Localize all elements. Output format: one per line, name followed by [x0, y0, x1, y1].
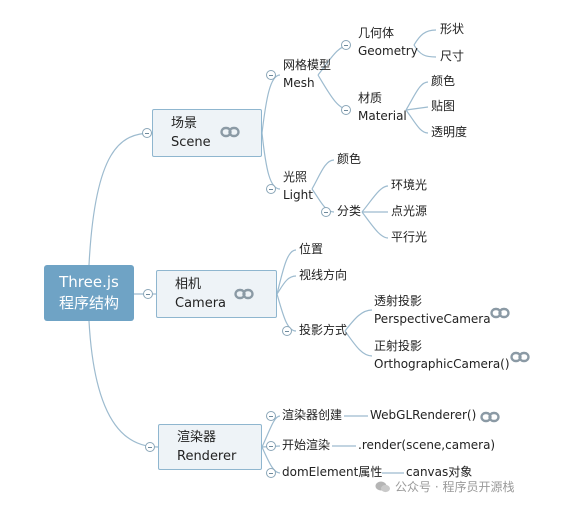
material-item-texture: 贴图 — [431, 99, 456, 113]
geometry-item-shape: 形状 — [440, 22, 465, 36]
renderer-start-value: .render(scene,camera) — [358, 438, 496, 452]
scene-title: 场景 — [171, 116, 198, 131]
light-category-directional: 平行光 — [391, 230, 428, 244]
renderer-dom-title: domElement属性 — [282, 465, 383, 479]
light-category-ambient: 环境光 — [391, 178, 428, 192]
renderer-create-value: WebGLRenderer() — [370, 408, 477, 422]
orthographic-subtitle: OrthographicCamera() — [374, 357, 510, 371]
link-icon[interactable] — [220, 126, 240, 138]
camera-node[interactable]: 相机 Camera — [156, 270, 277, 318]
mesh-title: 网格模型 — [283, 58, 332, 72]
geometry-item-size: 尺寸 — [440, 49, 465, 63]
collapse-dom-toggle[interactable] — [266, 468, 276, 478]
scene-node[interactable]: 场景 Scene — [152, 109, 262, 157]
collapse-create-toggle[interactable] — [266, 411, 276, 421]
watermark: 公众号 · 程序员开源栈 — [375, 478, 514, 495]
renderer-dom-value: canvas对象 — [406, 465, 473, 479]
camera-title: 相机 — [175, 277, 202, 292]
root-node[interactable]: Three.js 程序结构 — [44, 265, 134, 321]
camera-position: 位置 — [299, 242, 324, 256]
light-category-point: 点光源 — [391, 204, 428, 218]
perspective-title: 透射投影 — [374, 294, 423, 308]
root-subtitle: 程序结构 — [58, 294, 119, 312]
renderer-create-title: 渲染器创建 — [282, 408, 343, 422]
collapse-projection-toggle[interactable] — [282, 326, 292, 336]
renderer-title: 渲染器 — [177, 430, 217, 445]
geometry-title: 几何体 — [358, 26, 395, 40]
renderer-node[interactable]: 渲染器 Renderer — [158, 424, 262, 470]
collapse-category-toggle[interactable] — [321, 207, 331, 217]
orthographic-title: 正射投影 — [374, 339, 423, 353]
link-icon[interactable] — [490, 307, 510, 319]
camera-projection-title: 投影方式 — [299, 323, 348, 337]
watermark-text: 公众号 · 程序员开源栈 — [395, 480, 515, 494]
light-title: 光照 — [283, 170, 308, 184]
collapse-renderer-toggle[interactable] — [145, 442, 155, 452]
collapse-camera-toggle[interactable] — [143, 289, 153, 299]
link-icon[interactable] — [234, 288, 254, 300]
collapse-mesh-toggle[interactable] — [266, 70, 276, 80]
link-icon[interactable] — [480, 411, 500, 423]
light-category-title: 分类 — [337, 204, 362, 218]
collapse-light-toggle[interactable] — [266, 184, 276, 194]
camera-view-direction: 视线方向 — [299, 268, 348, 282]
mesh-subtitle: Mesh — [283, 76, 315, 90]
scene-subtitle: Scene — [171, 135, 211, 150]
light-subtitle: Light — [283, 188, 313, 202]
root-title: Three.js — [59, 273, 119, 291]
collapse-start-toggle[interactable] — [266, 441, 276, 451]
collapse-geometry-toggle[interactable] — [341, 40, 351, 50]
renderer-subtitle: Renderer — [177, 449, 237, 464]
wechat-icon — [375, 481, 390, 492]
material-item-color: 颜色 — [431, 74, 456, 88]
material-item-opacity: 透明度 — [431, 125, 468, 139]
perspective-subtitle: PerspectiveCamera — [374, 312, 491, 326]
camera-subtitle: Camera — [175, 296, 227, 311]
material-subtitle: Material — [358, 109, 407, 123]
link-icon[interactable] — [510, 351, 530, 363]
material-title: 材质 — [358, 91, 383, 105]
renderer-start-title: 开始渲染 — [282, 438, 331, 452]
geometry-subtitle: Geometry — [358, 44, 418, 58]
light-color: 颜色 — [337, 152, 362, 166]
collapse-material-toggle[interactable] — [341, 105, 351, 115]
collapse-scene-toggle[interactable] — [142, 128, 152, 138]
